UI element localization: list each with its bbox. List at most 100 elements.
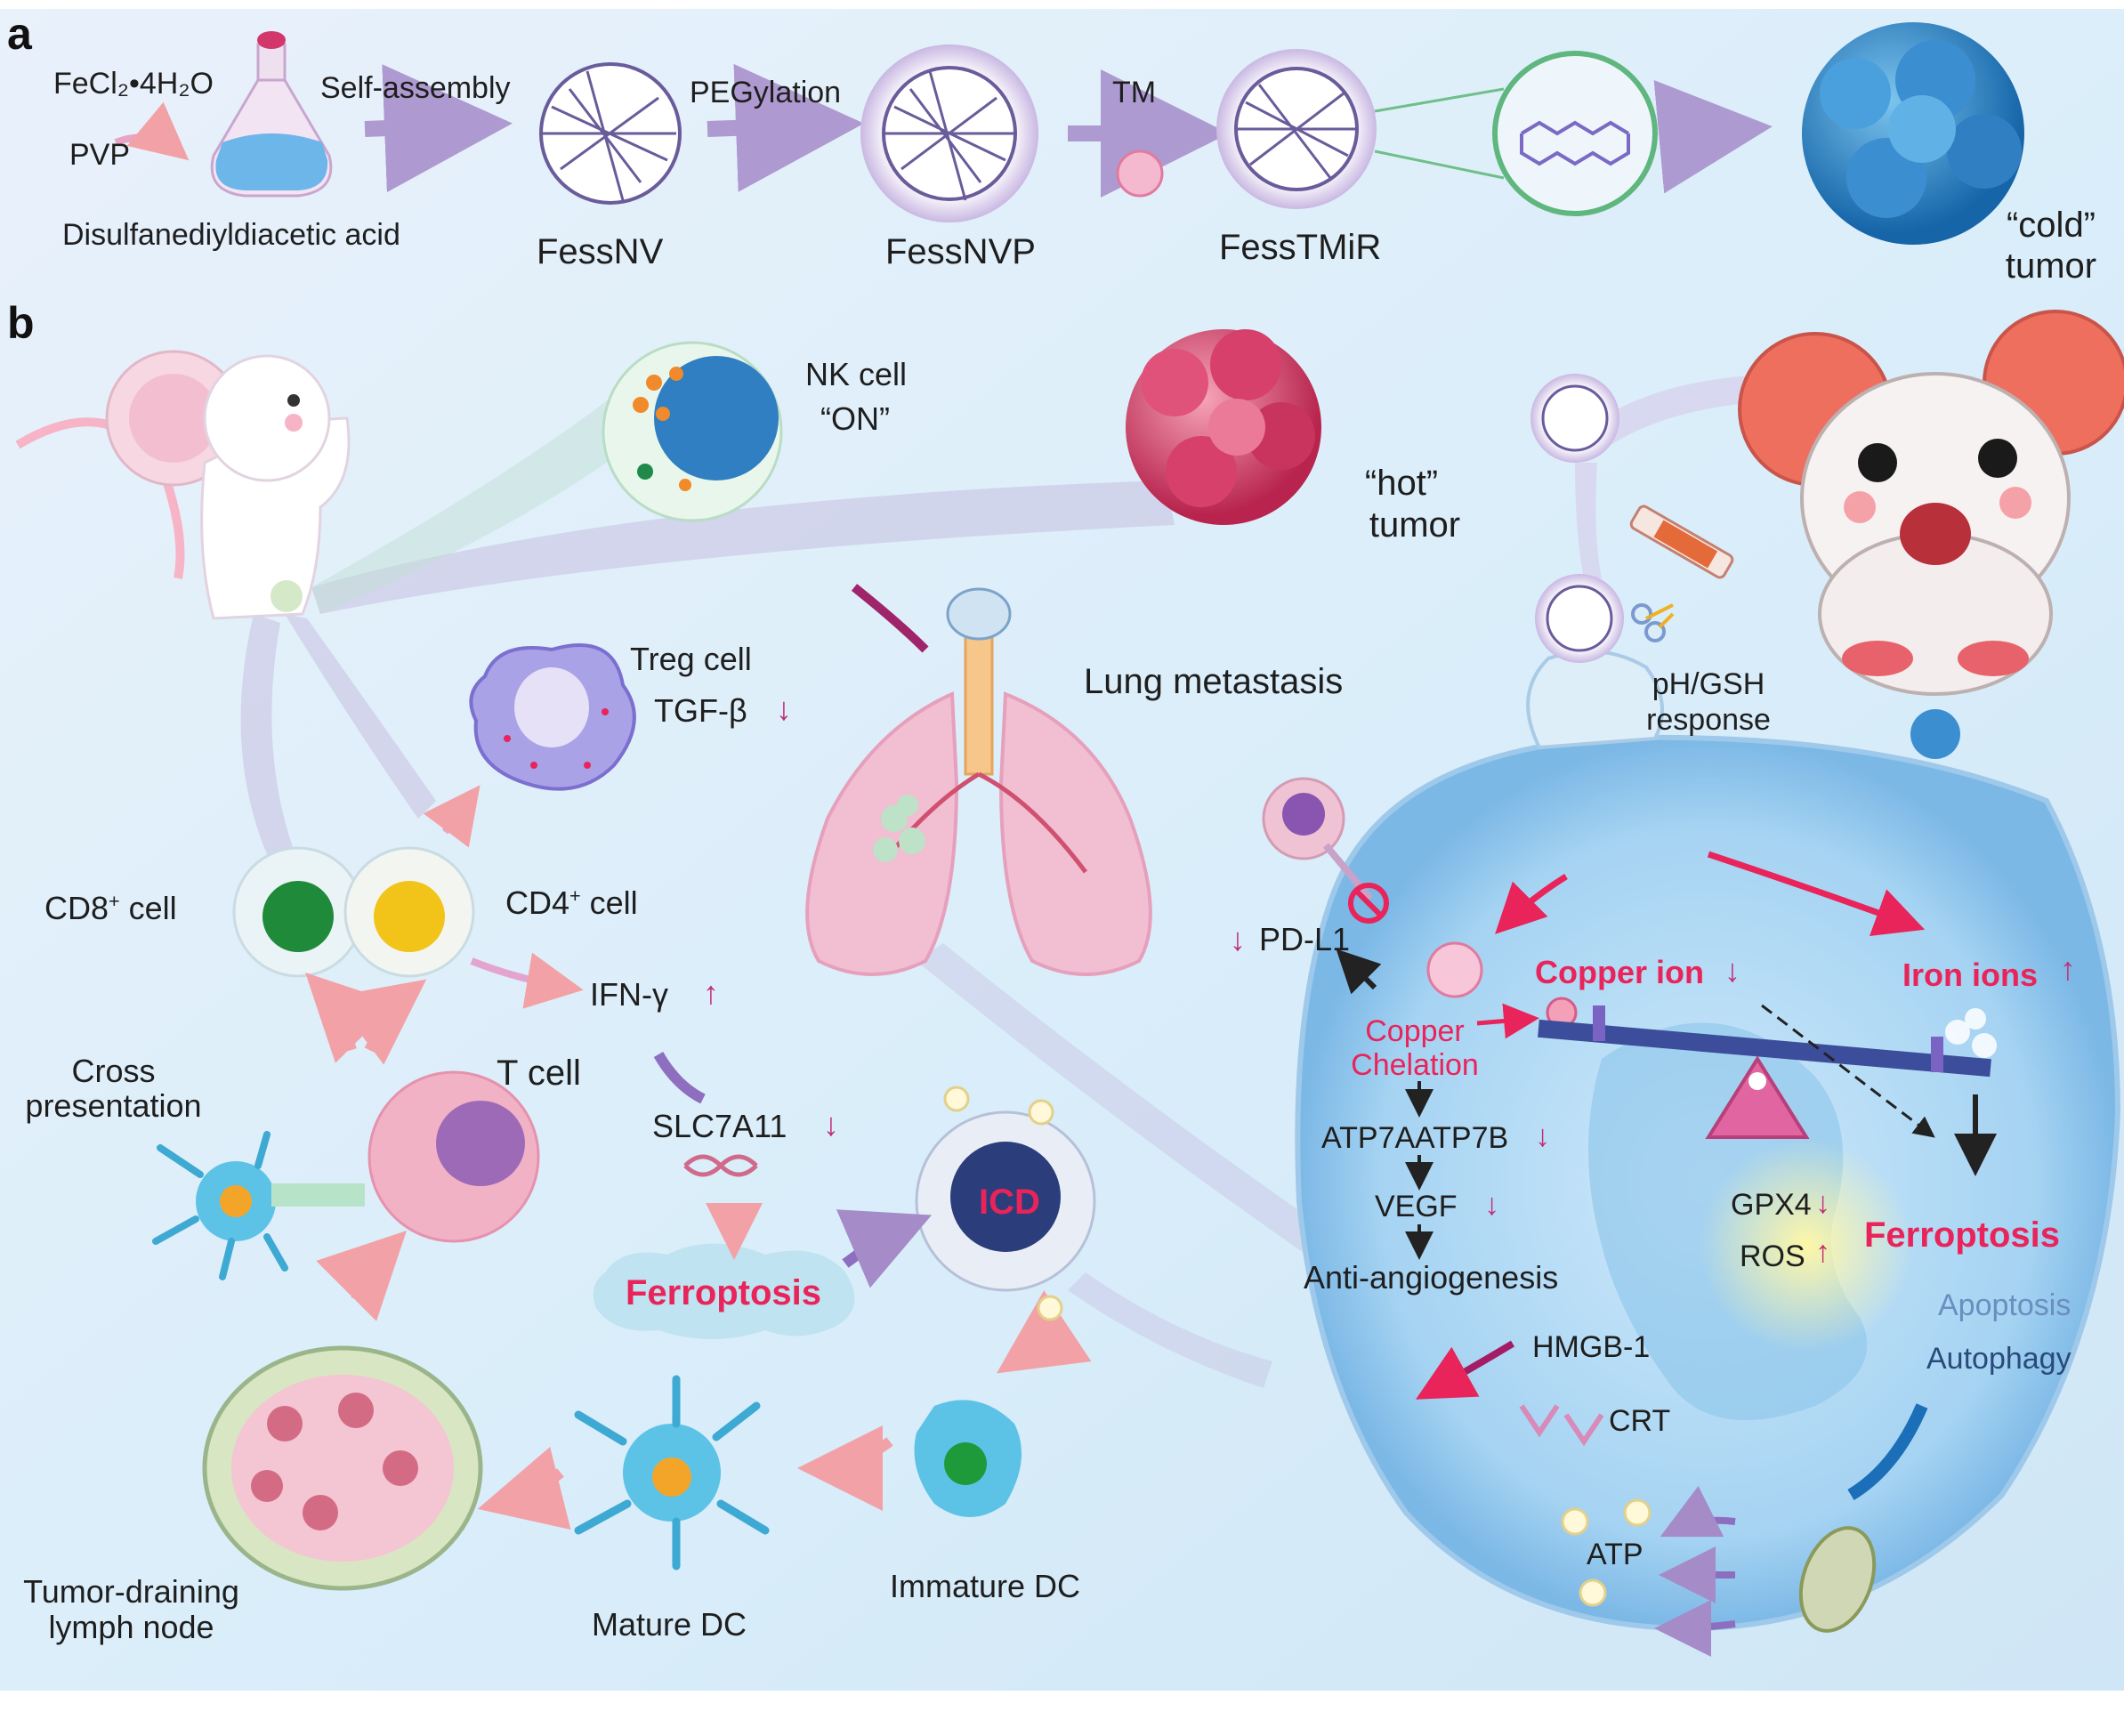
tm-drug-icon <box>1116 149 1164 198</box>
blocked-icon <box>1348 883 1389 924</box>
treg-cell-label: Treg cell <box>630 641 752 677</box>
flask-icon <box>210 31 333 198</box>
product-fesstmir: FessTMiR <box>1219 228 1382 267</box>
autophagy-label: Autophagy <box>1926 1342 2072 1376</box>
fessnvp-particle-icon <box>860 44 1038 222</box>
fesstmir-particle-icon <box>1530 374 1619 463</box>
vegf-label: VEGF <box>1375 1190 1458 1223</box>
atp-icon <box>1579 1579 1607 1607</box>
ferroptosis-cloud-icon <box>593 1243 855 1339</box>
mouse-left-icon <box>15 350 351 620</box>
anti-angiogenesis-label: Anti-angiogenesis <box>1304 1259 1559 1296</box>
atp7-down-arrow: ↓ <box>1535 1119 1550 1153</box>
tgf-beta-down-arrow: ↓ <box>776 690 792 727</box>
panel-label-a: a <box>7 9 32 59</box>
iron-ions-up-arrow: ↑ <box>2060 950 2076 987</box>
ifn-gamma-up-arrow: ↑ <box>703 974 719 1011</box>
hot-tumor-icon <box>1126 329 1321 525</box>
degraded-particle-icon <box>1535 574 1624 663</box>
t-cell-icon <box>367 1070 540 1243</box>
mature-dc-label: Mature DC <box>592 1606 747 1643</box>
tgf-beta-label: TGF-β <box>654 692 747 729</box>
apoptosis-label: Apoptosis <box>1938 1288 2072 1322</box>
gpx4-down-arrow: ↓ <box>1815 1186 1830 1220</box>
slc7a11-label: SLC7A11 <box>652 1108 787 1144</box>
ferroptosis-cell-label: Ferroptosis <box>1864 1215 2061 1255</box>
fesstmir-particle-icon <box>1216 49 1377 209</box>
molecule-zoom-icon <box>1492 51 1658 216</box>
reagent-disulfanediyldiacetic-acid: Disulfanediyldiacetic acid <box>62 218 400 252</box>
panel-label-b: b <box>7 298 35 348</box>
pd-l1-cell-icon <box>1262 777 1374 901</box>
atp-icon <box>1561 1507 1589 1536</box>
scissors-icon <box>1631 603 1675 642</box>
step-pegylation: PEGylation <box>690 76 842 109</box>
copper-chelation-label-line1: Copper <box>1365 1014 1465 1048</box>
hot-tumor-label-line1: “hot” <box>1364 464 1439 503</box>
cd8-cell-icon <box>232 846 364 978</box>
ros-up-arrow: ↑ <box>1815 1235 1830 1269</box>
copper-chelation-label-line2: Chelation <box>1351 1048 1479 1082</box>
cold-tumor-label-line1: “cold” <box>2006 206 2096 245</box>
mature-dc-icon <box>574 1375 770 1570</box>
cold-tumor-icon <box>1802 22 2024 245</box>
product-fessnv: FessNV <box>537 232 664 271</box>
ph-gsh-label-line2: response <box>1646 703 1771 737</box>
cd4-cell-label: CD4+ cell <box>505 884 638 921</box>
gpx4-label: GPX4 <box>1731 1188 1812 1222</box>
cross-presentation-label-line2: presentation <box>25 1087 202 1124</box>
pd-l1-down-arrow: ↓ <box>1230 921 1246 957</box>
copper-ion-down-arrow: ↓ <box>1724 952 1740 989</box>
small-tumor-icon <box>1910 709 1960 759</box>
cd4-cell-icon <box>343 846 475 978</box>
atp7a-label: ATP7A <box>1321 1121 1416 1155</box>
slc7a11-down-arrow: ↓ <box>823 1106 839 1143</box>
treg-cell-icon <box>469 643 636 791</box>
nk-cell-label: NK cell <box>805 356 908 392</box>
ros-label: ROS <box>1740 1239 1805 1273</box>
dendritic-cell-cross-presentation-icon <box>152 1131 365 1280</box>
product-fessnvp: FessNVP <box>885 232 1036 271</box>
atp-icon <box>1623 1498 1652 1527</box>
cd8-cell-label: CD8+ cell <box>44 890 177 926</box>
hot-tumor-label-line2: tumor <box>1369 505 1461 545</box>
hmgb1-label: HMGB-1 <box>1532 1330 1651 1364</box>
crt-label: CRT <box>1609 1404 1671 1438</box>
ifn-gamma-label: IFN-γ <box>590 976 668 1013</box>
dna-icon <box>683 1154 758 1177</box>
reagent-pvp: PVP <box>69 138 131 172</box>
icd-label: ICD <box>979 1183 1040 1222</box>
vegf-down-arrow: ↓ <box>1484 1188 1499 1222</box>
immature-dc-label: Immature DC <box>890 1568 1081 1604</box>
t-cell-label: T cell <box>497 1054 581 1093</box>
lymph-node-icon <box>202 1345 483 1591</box>
lymph-node-label-line1: Tumor-draining <box>23 1573 239 1610</box>
atp-label: ATP <box>1587 1538 1643 1571</box>
fessnv-particle-icon <box>539 62 682 205</box>
step-tm: TM <box>1112 76 1157 109</box>
lymph-node-label-line2: lymph node <box>48 1609 214 1645</box>
cold-tumor-label-line2: tumor <box>2005 246 2097 286</box>
iron-ions-label: Iron ions <box>1902 957 2038 993</box>
immature-dc-icon <box>914 1400 1022 1517</box>
atp7b-label: ATP7B <box>1415 1121 1509 1155</box>
mitochondrion-icon <box>1798 1526 1877 1633</box>
nk-cell-icon <box>602 341 783 522</box>
cross-presentation-label-line1: Cross <box>71 1053 156 1089</box>
step-self-assembly: Self-assembly <box>320 71 511 105</box>
icd-cell-icon <box>915 1086 1096 1321</box>
pd-l1-label: PD-L1 <box>1259 921 1351 957</box>
syringe-icon <box>1629 505 1734 579</box>
lungs-icon <box>805 587 1152 976</box>
mouse-right-icon <box>1738 310 2124 696</box>
seesaw-icon <box>1538 1005 1997 1139</box>
reagent-fecl2: FeCl₂•4H₂O <box>53 67 214 101</box>
ph-gsh-label-line1: pH/GSH <box>1652 667 1765 701</box>
ferroptosis-main-label: Ferroptosis <box>626 1273 822 1312</box>
lung-metastasis-label: Lung metastasis <box>1084 662 1344 701</box>
crt-receptor-icon <box>1519 1404 1604 1447</box>
nk-on-label: “ON” <box>820 400 890 437</box>
copper-ion-label: Copper ion <box>1535 954 1704 990</box>
